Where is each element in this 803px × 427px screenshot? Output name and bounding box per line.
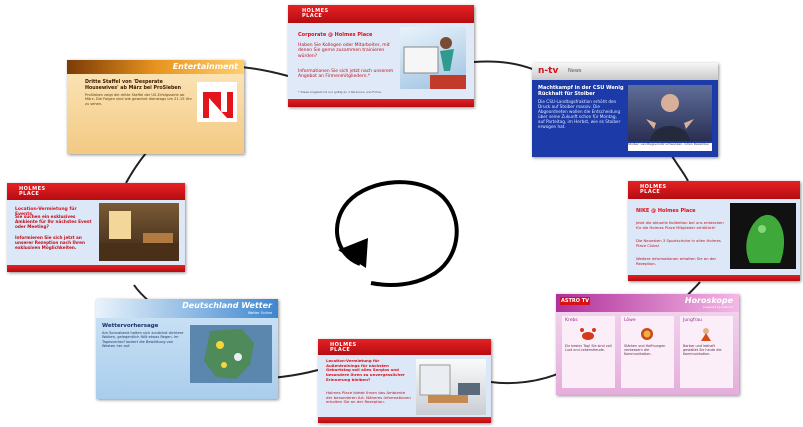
lounge-photo bbox=[99, 203, 179, 261]
connector-horoskop-location bbox=[490, 371, 563, 385]
slide-body: Holmes Place bietet Ihnen das Ambiente d… bbox=[326, 390, 411, 405]
entertainment-header bbox=[67, 60, 244, 74]
section-subtitle: Wetter Online bbox=[247, 311, 272, 315]
slide-footnote: * Diese Angebot ist nur gültig an 1 Pers… bbox=[298, 90, 382, 94]
connector-ntv-nike bbox=[671, 155, 689, 182]
horoskop-header bbox=[556, 294, 739, 312]
slide-horoskop: ASTRO TV Horoskope powered by astro.tv K… bbox=[556, 294, 739, 395]
slide-footer-bar bbox=[7, 265, 185, 272]
weather-map bbox=[190, 325, 272, 383]
slide-ntv: n-tv News Machtkampf in der CSU Wenig Rü… bbox=[532, 63, 718, 157]
product-photo bbox=[730, 203, 796, 269]
virgin-icon bbox=[698, 326, 714, 341]
room-photo bbox=[416, 359, 486, 415]
ntv-section: News bbox=[568, 68, 582, 74]
slide-heading: Wettervorhersage bbox=[102, 323, 159, 329]
section-title: Horoskope bbox=[684, 296, 733, 305]
ntv-topbar bbox=[532, 63, 718, 80]
office-photo bbox=[400, 27, 466, 89]
slide-event: HOLMES PLACE Location-Vermietung für Eve… bbox=[7, 183, 185, 272]
slide-footer-bar bbox=[288, 99, 474, 107]
slide-body-2: Informationen Sie sich jetzt nach unsere… bbox=[298, 69, 394, 80]
slide-nike: HOLMES PLACE NIKE @ Holmes Place Jetzt d… bbox=[628, 181, 800, 281]
sign-name: Löwe bbox=[624, 318, 636, 323]
slide-weather: Deutschland Wetter Wetter Online Wetterv… bbox=[96, 299, 278, 399]
connector-event-entertainment bbox=[125, 152, 147, 184]
slide-body: Die CSU-Landtagsfraktion erhöht den Druc… bbox=[538, 99, 621, 130]
slide-body-2: Informieren Sie sich jetzt an unserer Re… bbox=[15, 235, 85, 251]
connector-corporate-ntv bbox=[473, 60, 536, 71]
slide-header-bar bbox=[288, 5, 474, 23]
section-title: Entertainment bbox=[172, 62, 238, 71]
holmes-place-logo: HOLMES PLACE bbox=[330, 342, 357, 353]
sign-text: Stärken und Hoffnungen verbessern die Ko… bbox=[624, 344, 666, 357]
slide-item-3: Weitere Informationen erhalten Sie an de… bbox=[636, 256, 717, 266]
astro-logo: ASTRO TV bbox=[560, 297, 591, 305]
holmes-place-logo: HOLMES PLACE bbox=[19, 186, 46, 197]
slide-heading: Location-Vermietung für Events bbox=[15, 207, 77, 218]
holmes-place-logo: HOLMES PLACE bbox=[640, 184, 667, 195]
horoskop-card-1: Krebs Ein bester Tag! Sie sind voll Lust… bbox=[562, 316, 615, 388]
photo-caption: Stoiber: Landtagsvorsitz schwanken, ruhe… bbox=[628, 142, 712, 151]
section-title: Deutschland Wetter bbox=[182, 301, 272, 310]
slide-body: Haben Sie Kollegen oder Mitarbeiter, mit… bbox=[298, 43, 390, 59]
slide-heading: Location-Vermietung für Außentrainings f… bbox=[326, 358, 405, 382]
section-subtitle: powered by astro.tv bbox=[703, 305, 733, 309]
slide-heading: NIKE @ Holmes Place bbox=[636, 208, 696, 214]
lion-icon bbox=[639, 326, 655, 340]
slide-header-bar bbox=[7, 183, 185, 200]
slide-entertainment: Entertainment Dritte Staffel von 'Desper… bbox=[67, 60, 244, 154]
cycle-arrowhead bbox=[338, 238, 368, 268]
ntv-logo: n-tv bbox=[538, 66, 559, 76]
holmes-place-logo: HOLMES PLACE bbox=[302, 8, 329, 19]
sign-text: Ein bester Tag! Sie sind voll Lust und L… bbox=[565, 344, 612, 353]
slide-body: Sie suchen ein exklusives Ambiente für I… bbox=[15, 214, 92, 230]
slide-footer-bar bbox=[318, 417, 491, 423]
slide-item-2: Die Neuesten 3 Sportschuhe in allen Holm… bbox=[636, 238, 721, 248]
slide-header-bar bbox=[628, 181, 800, 199]
crab-icon bbox=[580, 326, 596, 340]
prosieben-logo-icon bbox=[197, 82, 237, 122]
slide-header-bar bbox=[318, 339, 491, 355]
slide-body: Am Sonnabend halten sich zunächst dichte… bbox=[102, 331, 184, 348]
sign-text: Barbar und lebhaft gestaltet Sie heute d… bbox=[683, 344, 722, 357]
sign-name: Jungfrau bbox=[683, 318, 702, 323]
weather-header bbox=[96, 299, 278, 318]
horoskop-card-3: Jungfrau Barbar und lebhaft gestaltet Si… bbox=[680, 316, 733, 388]
politician-photo bbox=[628, 85, 712, 141]
slide-heading: Dritte Staffel von 'Desperate Housewives… bbox=[85, 80, 182, 91]
slide-location: HOLMES PLACE Location-Vermietung für Auß… bbox=[318, 339, 491, 423]
slide-heading: Machtkampf in der CSU Wenig Rückhalt für… bbox=[538, 85, 624, 97]
slide-heading: Corporate @ Holmes Place bbox=[298, 32, 373, 38]
sign-name: Krebs bbox=[565, 318, 578, 323]
horoskop-card-2: Löwe Stärken und Hoffnungen verbessern d… bbox=[621, 316, 674, 388]
slide-footer-bar bbox=[628, 275, 800, 281]
cycle-arrow bbox=[334, 180, 459, 287]
slide-item-1: Jetzt die aktuelle Kollektion bei uns en… bbox=[636, 220, 724, 230]
slide-corporate: HOLMES PLACE Corporate @ Holmes Place Ha… bbox=[288, 5, 474, 107]
slide-body: ProSieben zeigt die dritte Staffel der U… bbox=[85, 93, 193, 106]
